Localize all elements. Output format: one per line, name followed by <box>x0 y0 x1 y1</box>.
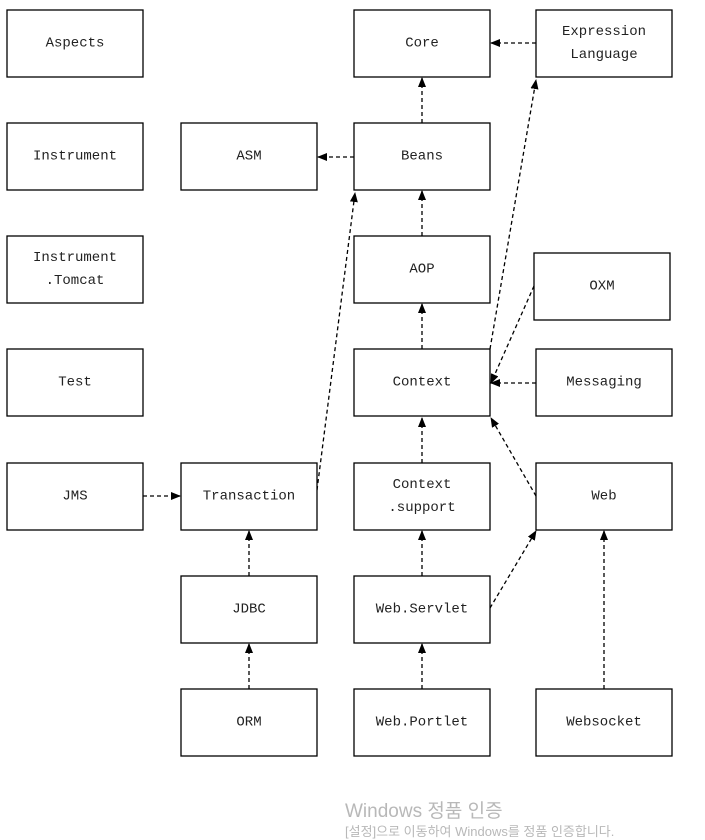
module-aop: AOP <box>353 235 491 304</box>
module-aspects: Aspects <box>6 9 144 78</box>
module-asm-box <box>180 122 318 191</box>
module-oxm-label: OXM <box>589 279 614 295</box>
module-oxm: OXM <box>533 252 671 321</box>
module-web-servlet: Web.Servlet <box>353 575 491 644</box>
module-jdbc: JDBC <box>180 575 318 644</box>
module-aspects-label: Aspects <box>46 36 105 52</box>
module-instrument-tomcat-label: .Tomcat <box>46 273 105 289</box>
arrow-context-to-expression-language <box>489 79 539 350</box>
module-orm: ORM <box>180 688 318 757</box>
arrow-web-to-context <box>490 417 537 497</box>
module-test-box <box>6 348 144 417</box>
module-instrument-tomcat-box <box>6 235 144 304</box>
module-jdbc-label: JDBC <box>232 602 266 618</box>
module-web-portlet-label: Web.Portlet <box>376 715 468 731</box>
module-websocket: Websocket <box>535 688 673 757</box>
module-jdbc-box <box>180 575 318 644</box>
module-beans-label: Beans <box>401 149 443 165</box>
module-context-box <box>353 348 491 417</box>
windows-activation-watermark: Windows 정품 인증 [설정]으로 이동하여 Windows를 정품 인증… <box>345 800 614 840</box>
module-oxm-box <box>533 252 671 321</box>
arrow-transaction-to-beans <box>316 192 358 491</box>
module-messaging: Messaging <box>535 348 673 417</box>
module-transaction-label: Transaction <box>203 489 295 505</box>
module-instrument: Instrument <box>6 122 144 191</box>
module-instrument-label: Instrument <box>33 149 117 165</box>
watermark-subtitle: [설정]으로 이동하여 Windows를 정품 인증합니다. <box>345 824 615 839</box>
arrow-oxm-to-context <box>490 285 535 384</box>
module-expression-language-box <box>535 9 673 78</box>
module-messaging-box <box>535 348 673 417</box>
module-websocket-label: Websocket <box>566 715 642 731</box>
module-expression-language-label: Language <box>570 47 637 63</box>
module-jms: JMS <box>6 462 144 531</box>
module-web: Web <box>535 462 673 531</box>
module-transaction-box <box>180 462 318 531</box>
module-context-support: Context .support <box>353 462 491 531</box>
module-context-support-label: .support <box>388 500 455 516</box>
module-orm-box <box>180 688 318 757</box>
module-web-portlet: Web.Portlet <box>353 688 491 757</box>
module-expression-language-label: Expression <box>562 24 646 40</box>
module-aop-box <box>353 235 491 304</box>
module-context-label: Context <box>393 375 452 391</box>
module-core-box <box>353 9 491 78</box>
module-asm: ASM <box>180 122 318 191</box>
module-websocket-box <box>535 688 673 757</box>
module-instrument-tomcat-label: Instrument <box>33 250 117 266</box>
module-core-label: Core <box>405 36 439 52</box>
arrow-web-servlet-to-web <box>489 530 537 609</box>
module-aop-label: AOP <box>409 262 434 278</box>
module-web-servlet-label: Web.Servlet <box>376 602 468 618</box>
watermark-title: Windows 정품 인증 <box>345 801 503 822</box>
module-jms-label: JMS <box>62 489 87 505</box>
module-beans-box <box>353 122 491 191</box>
dependency-arrows <box>143 39 608 689</box>
module-web-box <box>535 462 673 531</box>
module-transaction: Transaction <box>180 462 318 531</box>
module-orm-label: ORM <box>236 715 261 731</box>
module-asm-label: ASM <box>236 149 261 165</box>
module-test-label: Test <box>58 375 92 391</box>
module-messaging-label: Messaging <box>566 375 642 391</box>
module-test: Test <box>6 348 144 417</box>
module-context-support-box <box>353 462 491 531</box>
module-web-portlet-box <box>353 688 491 757</box>
module-aspects-box <box>6 9 144 78</box>
module-beans: Beans <box>353 122 491 191</box>
module-instrument-box <box>6 122 144 191</box>
module-core: Core <box>353 9 491 78</box>
module-web-servlet-box <box>353 575 491 644</box>
module-context: Context <box>353 348 491 417</box>
module-instrument-tomcat: Instrument .Tomcat <box>6 235 144 304</box>
module-jms-box <box>6 462 144 531</box>
module-web-label: Web <box>591 489 616 505</box>
module-boxes: AspectsInstrumentInstrument.TomcatTestJM… <box>6 9 673 757</box>
module-context-support-label: Context <box>393 477 452 493</box>
